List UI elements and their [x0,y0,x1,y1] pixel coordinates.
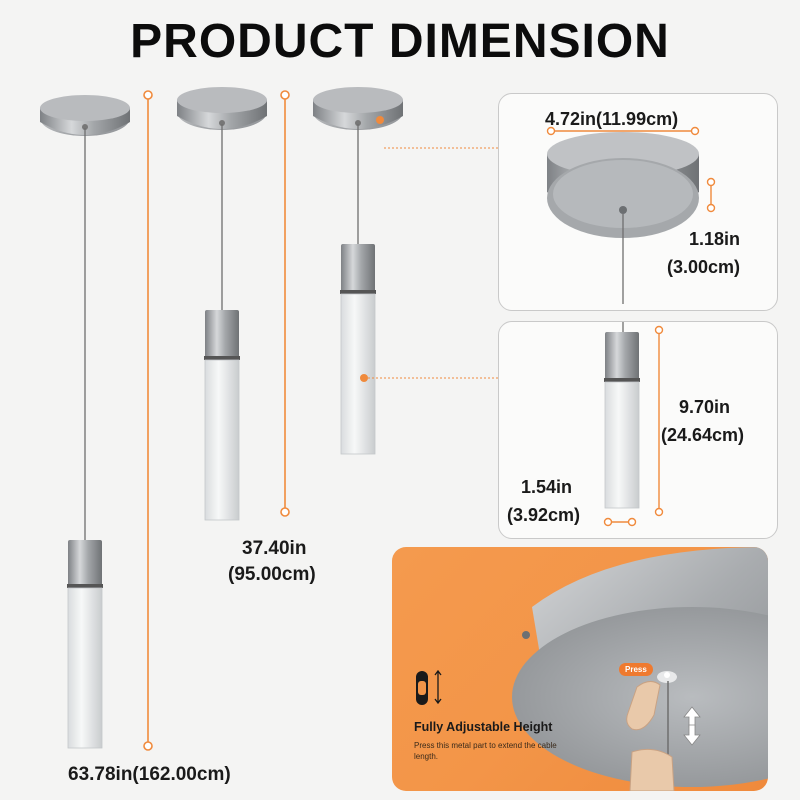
pendant-short [313,87,403,455]
canopy-drawing [546,126,716,304]
shade-height-label-cm: (24.64cm) [661,425,745,445]
adjustable-height-card: Press Fully Adjustable Height Press this… [392,547,768,791]
canopy-height-label-cm: (3.00cm) [667,257,741,277]
canopy-height-label-in: 1.18in [689,229,741,249]
callout-connectors [360,116,498,382]
press-badge: Press [619,663,653,676]
shade-drawing [603,322,664,527]
pendant-mid [177,87,267,521]
canopy-closeup-drawing [416,547,768,791]
adjustable-height-description: Press this metal part to extend the cabl… [414,741,557,761]
canopy-diameter-label: 4.72in(11.99cm) [545,109,679,129]
shade-detail-card: 9.70in (24.64cm) 1.54in (3.92cm) [498,321,778,539]
shade-width-label-cm: (3.92cm) [507,505,581,525]
shade-height-label-in: 9.70in [679,397,731,417]
total-height-label: 63.78in(162.00cm) [68,764,231,785]
adjustable-height-heading: Fully Adjustable Height [414,720,553,734]
mid-height-label-cm: (95.00cm) [228,564,316,585]
dimension-line-total [143,90,153,751]
mid-height-label-in: 37.40in [242,538,307,559]
canopy-detail-card: 4.72in(11.99cm) 1.18in (3.00cm) [498,93,778,311]
dimension-line-mid [280,90,290,517]
page-title: PRODUCT DIMENSION [130,15,670,68]
pendant-long [40,95,130,749]
shade-width-label-in: 1.54in [521,477,573,497]
